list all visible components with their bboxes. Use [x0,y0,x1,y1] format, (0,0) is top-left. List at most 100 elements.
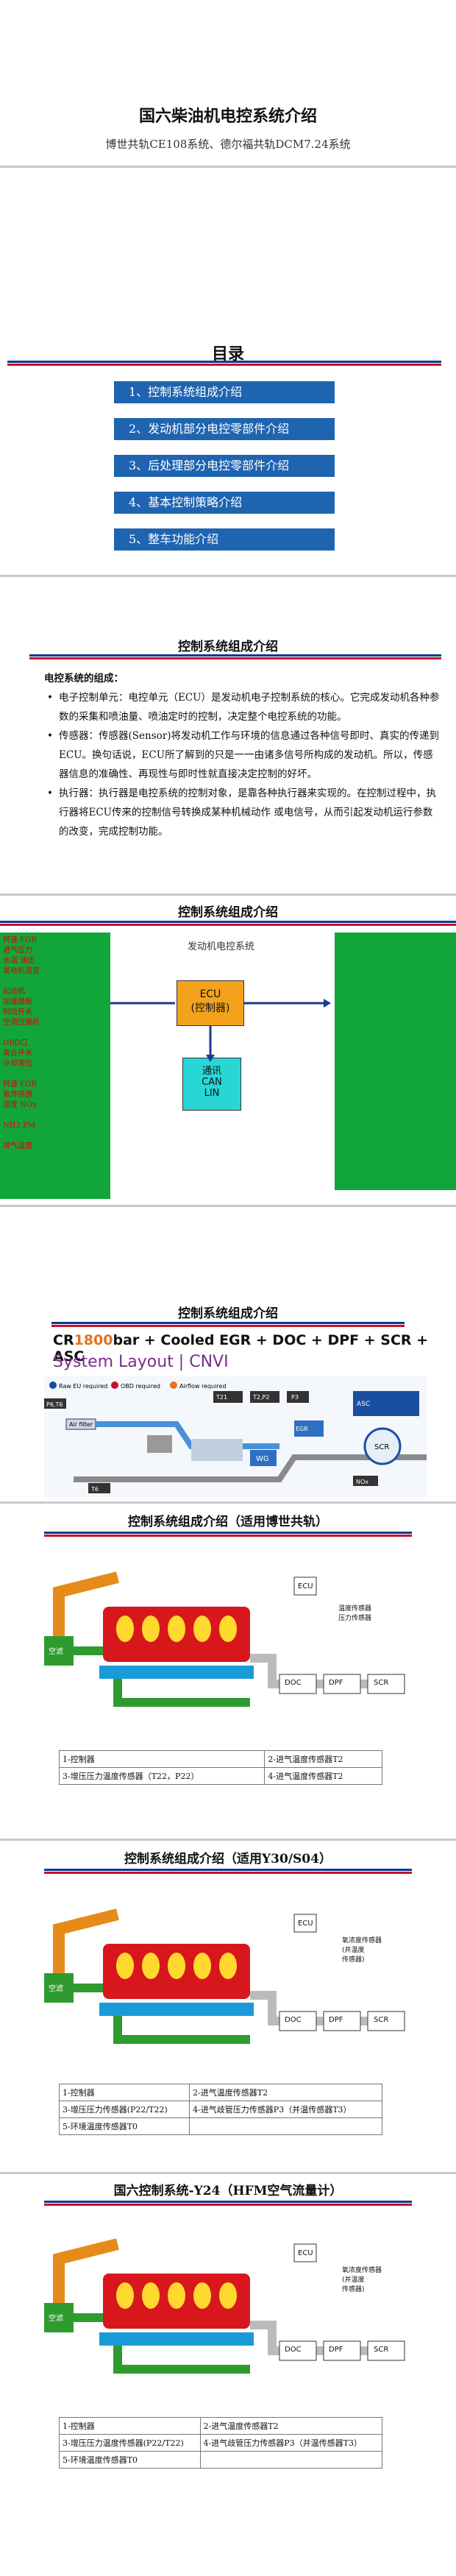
svg-text:NOx: NOx [356,1479,368,1485]
divider [0,2172,456,2174]
dpf-label: DPF [329,2346,343,2354]
divider [0,166,456,168]
cell: 2-进气温度传感器T2 [264,1750,382,1768]
cell: 1-控制器 [58,2084,190,2101]
rail-note: 氧浓度传感器 (并温度 传感器) [342,2267,382,2293]
divider [0,1501,456,1504]
cell: 5-环境温度传感器T0 [59,2451,201,2469]
dpf-label: DPF [329,2016,343,2024]
slide-bosch-layout: 控制系统组成介绍（适用博世共轨） ECU DOC DPF SCR 空滤 温度传感… [0,1504,456,1839]
sensor-item: 加速踏板 [3,998,32,1006]
dpf-label: DPF [329,1679,343,1687]
engine-layout-diagram: Raw EU required OBD required Airflow req… [44,1376,427,1498]
svg-text:EGR: EGR [296,1426,308,1432]
heading-line [44,1532,412,1534]
sensor-item: 起动机 [3,988,25,996]
doc-title: 国六柴油机电控系统介绍 [138,107,317,126]
section-heading: 控制系统组成介绍 [178,1306,278,1321]
heading-line [44,2201,412,2203]
cell: 4-进气歧管压力传感器P3（并温传感器T3） [189,2101,382,2118]
table-row: 3-增压压力传感器(P22/T22)4-进气歧管压力传感器P3（并温传感器T3） [58,2101,382,2118]
diagram-title: 发动机电控系统 [188,941,255,952]
cell: 1-控制器 [59,2417,201,2435]
svg-text:WG: WG [256,1455,269,1463]
comm-box: 通讯 CAN LIN [182,1058,241,1111]
cell: 1-控制器 [58,1750,266,1768]
toc-item[interactable]: 4、基本控制策略介绍 [114,492,335,514]
toc-item[interactable]: 3、后处理部分电控零部件介绍 [114,455,335,477]
scr-label: SCR [374,2346,389,2354]
sensor-item: 制动开关 [3,1008,32,1016]
section-heading: 控制系统组成介绍 [178,640,278,654]
layout-title: System Layout | CNVI [53,1353,229,1371]
sensor-item: 离合开关 [3,1050,32,1058]
slide-system-layout: 控制系统组成介绍 CR1800bar + Cooled EGR + DOC + … [0,1207,456,1501]
heading-line [29,657,441,659]
svg-text:T6: T6 [90,1486,99,1493]
comm-label: 通讯 CAN LIN [202,1066,222,1099]
heading-line [44,1872,412,1874]
toc-line-left [7,361,441,363]
scr-label: SCR [374,2016,389,2024]
legend-raw: Raw EU required [59,1383,107,1390]
toc-line-right [7,364,441,366]
air-filter-label: 空滤 [49,1648,63,1656]
intro-text: 电控系统的组成： [44,673,124,684]
toc-item[interactable]: 5、整车功能介绍 [114,528,335,551]
heading-line [0,921,456,923]
rail-note: 温度传感器 压力传感器 [338,1605,372,1622]
table-row: 3-增压压力温度传感器（T22，P22）4-进气温度传感器T2 [58,1767,382,1785]
divider [0,575,456,577]
air-filter-label: 空滤 [49,2315,63,2323]
doc-label: DOC [285,2346,302,2354]
divider [0,1205,456,1207]
layout-config-title: CR1800bar + Cooled EGR + DOC + DPF + SCR… [53,1332,456,1365]
sensor-item: 排气温度 [3,1142,32,1150]
section-heading: 国六控制系统-Y24（HFM空气流量计） [113,2184,343,2198]
cell: 4-进气歧管压力传感器P3（并温传感器T3） [199,2434,383,2452]
toc-heading: 目录 [211,344,244,364]
slide-y24-layout: 国六控制系统-Y24（HFM空气流量计） ECU DOC DPF SCR 空滤 … [0,2174,456,2576]
air-filter-label: 空滤 [49,1985,63,1993]
toc-item[interactable]: 2、发动机部分电控零部件介绍 [114,418,335,440]
heading-line [44,1869,412,1871]
slide-title: 国六柴油机电控系统介绍 博世共轨CE108系统、德尔福共轨DCM7.24系统 [0,0,456,166]
heading-line [51,1325,405,1327]
engine-schematic [44,2238,405,2374]
sensor-item: 氧传感器 [3,1091,32,1099]
doc-label: DOC [285,1679,302,1687]
heading-line [51,1322,405,1324]
sensor-item: OBD口 [3,1039,28,1047]
svg-text:ASC: ASC [357,1401,370,1408]
ecu-box: ECU (控制器) [177,980,244,1026]
legend-obd: OBD required [121,1383,160,1390]
svg-text:P6,T6: P6,T6 [46,1401,63,1408]
ecu-label: ECU (控制器) [190,988,230,1014]
system-description: 电控系统的组成： 电子控制单元：电控单元（ECU）是发动机电子控制系统的核心。它… [44,669,441,841]
cell: 3-增压压力温度传感器（T22，P22） [58,1767,266,1785]
svg-text:Air filter: Air filter [69,1421,93,1428]
sensor-item: 温度 NOx [3,1101,37,1109]
toc-item[interactable]: 1、控制系统组成介绍 [114,381,335,403]
bullet-actuator: 执行器：执行器是电控系统的控制对象，是靠各种执行器来实现的。在控制过程中，执行器… [47,784,441,841]
heading-line [44,1535,412,1537]
slide-system-text: 控制系统组成介绍 电控系统的组成： 电子控制单元：电控单元（ECU）是发动机电子… [0,577,456,894]
doc-label: DOC [285,2016,302,2024]
cell [189,2117,382,2135]
sensor-item: 转速 EGR [3,936,37,944]
slide-toc: 目录 1、控制系统组成介绍 2、发动机部分电控零部件介绍 3、后处理部分电控零部… [0,168,456,575]
scr-label: SCR [374,1679,389,1687]
section-heading: 控制系统组成介绍（适用博世共轨） [128,1515,328,1529]
sensor-item: 转速 EGR [3,1080,37,1089]
svg-text:T2,P2: T2,P2 [252,1394,269,1401]
table-row: 5-环境温度传感器T0 [58,2117,382,2135]
ecu-label: ECU [298,1582,313,1590]
engine-schematic [44,1571,405,1707]
cr-rest: bar + Cooled EGR + DOC + DPF + SCR + ASC [53,1332,429,1365]
cell: 3-增压压力温度传感器(P22/T22) [59,2434,201,2452]
